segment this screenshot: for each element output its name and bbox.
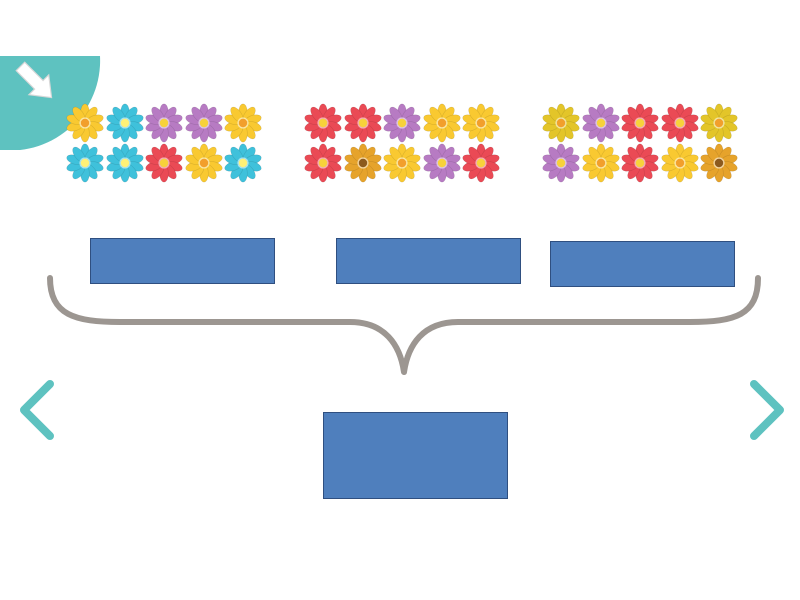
flower-icon: [383, 143, 421, 183]
answer-box-group-1[interactable]: [90, 238, 275, 284]
flower-group-2: [303, 103, 503, 183]
answer-box-total[interactable]: [323, 412, 508, 499]
flower-icon: [700, 143, 738, 183]
flower-icon: [105, 143, 144, 183]
flower-icon: [542, 143, 580, 183]
arrow-down-right-icon: [15, 61, 53, 99]
flower-icon: [145, 143, 183, 183]
flower-group-1: [65, 103, 265, 183]
flower-icon: [462, 103, 500, 143]
flower-icon: [542, 103, 580, 143]
flower-group-3: [541, 103, 741, 183]
corner-arrow-button[interactable]: [0, 0, 110, 150]
flower-icon: [66, 143, 104, 183]
flower-icon: [462, 143, 500, 183]
flower-icon: [621, 103, 659, 143]
flower-icon: [581, 103, 620, 143]
flower-icon: [184, 103, 223, 143]
flower-icon: [383, 103, 421, 143]
flower-icon: [184, 143, 223, 183]
flower-icon: [224, 143, 262, 183]
flower-icon: [700, 103, 738, 143]
flower-icon: [660, 103, 699, 143]
flower-icon: [422, 103, 461, 143]
flower-icon: [304, 103, 342, 143]
flower-icon: [145, 103, 183, 143]
flower-icon: [581, 143, 620, 183]
flower-icon: [304, 143, 342, 183]
flower-icon: [422, 143, 461, 183]
prev-button[interactable]: [12, 376, 62, 444]
next-button[interactable]: [742, 376, 792, 444]
flower-icon: [105, 103, 144, 143]
answer-box-group-2[interactable]: [336, 238, 521, 284]
answer-box-group-3[interactable]: [550, 241, 735, 287]
flower-icon: [343, 143, 382, 183]
curly-brace: [47, 275, 761, 375]
flower-icon: [66, 103, 104, 143]
flower-icon: [621, 143, 659, 183]
chevron-right-icon: [750, 380, 784, 440]
flower-icon: [343, 103, 382, 143]
chevron-left-icon: [20, 380, 54, 440]
flower-icon: [660, 143, 699, 183]
flower-icon: [224, 103, 262, 143]
